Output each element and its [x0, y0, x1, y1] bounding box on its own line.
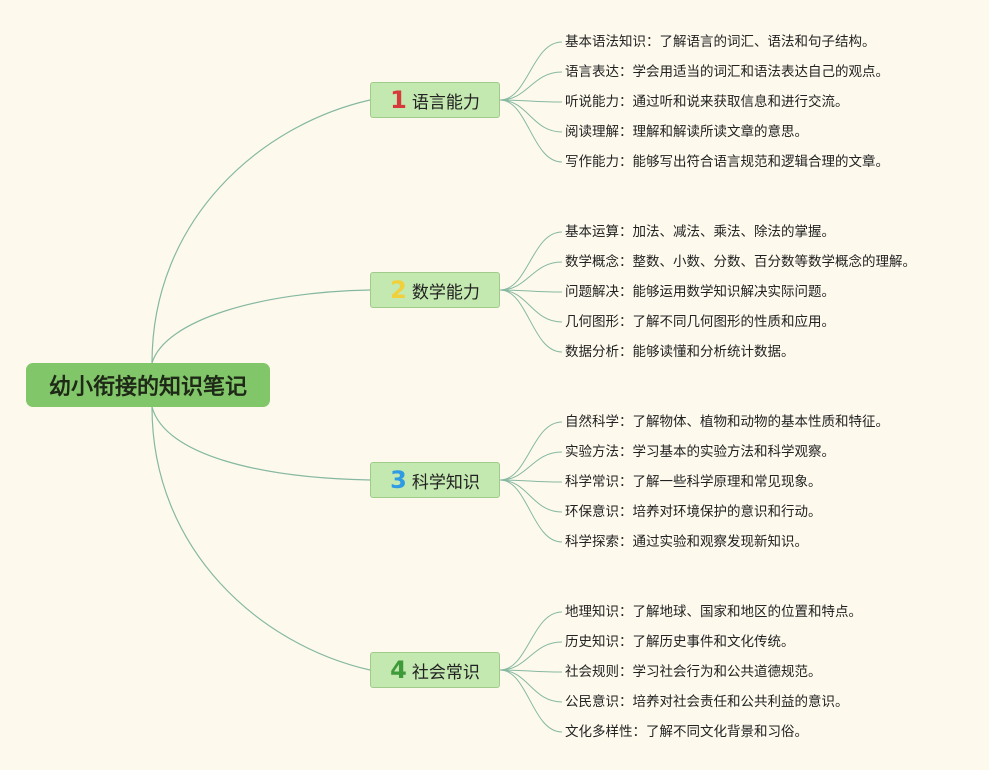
- leaf-environment[interactable]: 环保意识：培养对环境保护的意识和行动。: [565, 504, 822, 520]
- branch-title: 语言能力: [411, 92, 480, 113]
- connector-branch-2-leaf-1: [499, 231, 563, 291]
- connector-branch-1-leaf-5: [499, 99, 563, 163]
- connector-branch-2-leaf-3: [499, 289, 563, 293]
- connector-root-branch-4: [151, 406, 371, 671]
- leaf-listening-speaking[interactable]: 听说能力：通过听和说来获取信息和进行交流。: [565, 94, 849, 110]
- connector-branch-4-leaf-3: [499, 669, 563, 673]
- connector-branch-2-leaf-4: [499, 289, 563, 323]
- connector-root-branch-2: [151, 289, 371, 364]
- leaf-arithmetic[interactable]: 基本运算：加法、减法、乘法、除法的掌握。: [565, 224, 835, 240]
- root-title: 幼小衔接的知识笔记: [48, 375, 247, 400]
- leaf-natural-science[interactable]: 自然科学：了解物体、植物和动物的基本性质和特征。: [565, 414, 889, 430]
- leaf-geography[interactable]: 地理知识：了解地球、国家和地区的位置和特点。: [565, 604, 862, 620]
- connector-branch-3-leaf-4: [499, 479, 563, 513]
- connector-branch-3-leaf-5: [499, 479, 563, 543]
- connector-branch-2-leaf-2: [499, 261, 563, 291]
- connector-branch-4-leaf-2: [499, 641, 563, 671]
- branch-title: 科学知识: [411, 472, 480, 493]
- leaf-science-common-sense[interactable]: 科学常识：了解一些科学原理和常见现象。: [565, 474, 822, 490]
- leaf-grammar[interactable]: 基本语法知识：了解语言的词汇、语法和句子结构。: [565, 34, 876, 50]
- branch-number-1: 1: [390, 86, 407, 114]
- connector-branch-1-leaf-1: [499, 41, 563, 101]
- connector-branch-4-leaf-1: [499, 611, 563, 671]
- branch-language[interactable]: 1 语言能力: [370, 82, 500, 118]
- connector-root-branch-1: [151, 99, 371, 364]
- branch-number-2: 2: [390, 276, 407, 304]
- connector-root-branch-3: [151, 406, 371, 481]
- leaf-civic-awareness[interactable]: 公民意识：培养对社会责任和公共利益的意识。: [565, 694, 849, 710]
- leaf-writing[interactable]: 写作能力：能够写出符合语言规范和逻辑合理的文章。: [565, 154, 889, 170]
- connector-branch-4-leaf-5: [499, 669, 563, 733]
- connector-branch-1-leaf-2: [499, 71, 563, 101]
- branch-number-4: 4: [390, 656, 407, 684]
- connector-branch-3-leaf-3: [499, 479, 563, 483]
- leaf-connectors: [499, 41, 563, 733]
- branch-title: 社会常识: [411, 662, 480, 683]
- leaf-data-analysis[interactable]: 数据分析：能够读懂和分析统计数据。: [565, 344, 795, 360]
- branch-number-3: 3: [390, 466, 407, 494]
- leaf-social-rules[interactable]: 社会规则：学习社会行为和公共道德规范。: [565, 664, 822, 680]
- branch-title: 数学能力: [411, 282, 480, 303]
- branch-math[interactable]: 2 数学能力: [370, 272, 500, 308]
- connector-branch-3-leaf-1: [499, 421, 563, 481]
- leaf-expression[interactable]: 语言表达：学会用适当的词汇和语法表达自己的观点。: [565, 64, 889, 80]
- leaf-experiment-methods[interactable]: 实验方法：学习基本的实验方法和科学观察。: [565, 444, 835, 460]
- leaf-problem-solving[interactable]: 问题解决：能够运用数学知识解决实际问题。: [565, 284, 835, 300]
- leaf-geometry[interactable]: 几何图形：了解不同几何图形的性质和应用。: [565, 314, 835, 330]
- connector-branch-1-leaf-4: [499, 99, 563, 133]
- branch-science[interactable]: 3 科学知识: [370, 462, 500, 498]
- leaf-history[interactable]: 历史知识：了解历史事件和文化传统。: [565, 634, 795, 650]
- leaf-reading[interactable]: 阅读理解：理解和解读所读文章的意思。: [565, 124, 808, 140]
- connector-branch-2-leaf-5: [499, 289, 563, 353]
- connector-branch-4-leaf-4: [499, 669, 563, 703]
- connector-branch-3-leaf-2: [499, 451, 563, 481]
- leaf-exploration[interactable]: 科学探索：通过实验和观察发现新知识。: [565, 534, 808, 550]
- leaf-cultural-diversity[interactable]: 文化多样性：了解不同文化背景和习俗。: [565, 724, 808, 740]
- root-topic[interactable]: 幼小衔接的知识笔记: [26, 363, 270, 407]
- leaf-math-concepts[interactable]: 数学概念：整数、小数、分数、百分数等数学概念的理解。: [565, 254, 916, 270]
- connector-branch-1-leaf-3: [499, 99, 563, 103]
- branch-social[interactable]: 4 社会常识: [370, 652, 500, 688]
